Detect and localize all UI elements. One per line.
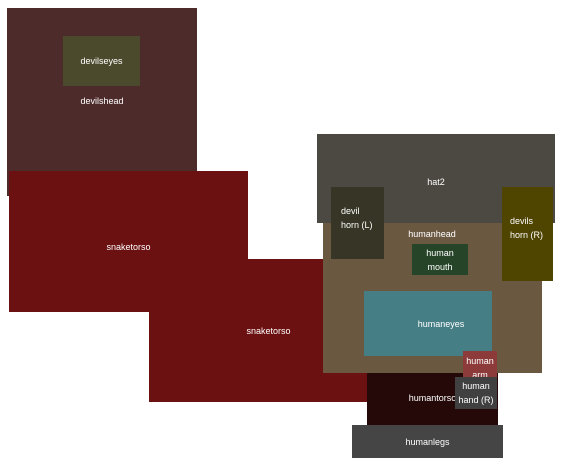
human-mouth-block[interactable]: human mouth [412, 244, 468, 275]
humanlegs-block[interactable]: humanlegs [352, 425, 503, 458]
snaketorso-lower-label: snaketorso [246, 325, 291, 336]
humanhead-label: humanhead [408, 229, 456, 239]
devil-horn-left-block[interactable]: devil horn (L) [331, 187, 384, 259]
humantorso-label: humantorso [408, 393, 457, 403]
human-hand-right-label: human hand (R) [458, 381, 494, 405]
human-arm-block[interactable]: human arm [463, 351, 497, 379]
humanhead-label-box: humanhead [388, 226, 476, 242]
devils-horn-right-label: devils horn (R) [510, 216, 544, 240]
humanlegs-label: humanlegs [405, 436, 450, 447]
humaneyes-label: humaneyes [417, 318, 465, 329]
devils-horn-right-block[interactable]: devils horn (R) [502, 187, 553, 281]
devilseyes-label: devilseyes [80, 56, 123, 66]
devil-horn-left-label: devil horn (L) [341, 206, 373, 230]
snaketorso-upper-label: snaketorso [106, 241, 151, 252]
humaneyes-block[interactable]: humaneyes [364, 291, 492, 356]
devilseyes-block[interactable]: devilseyes [63, 36, 140, 86]
human-arm-label: human arm [466, 356, 494, 379]
human-mouth-label: human mouth [426, 247, 454, 272]
human-hand-right-block[interactable]: human hand (R) [455, 377, 497, 409]
hat2-label: hat2 [427, 176, 445, 187]
devilshead-label: devilshead [80, 96, 124, 106]
